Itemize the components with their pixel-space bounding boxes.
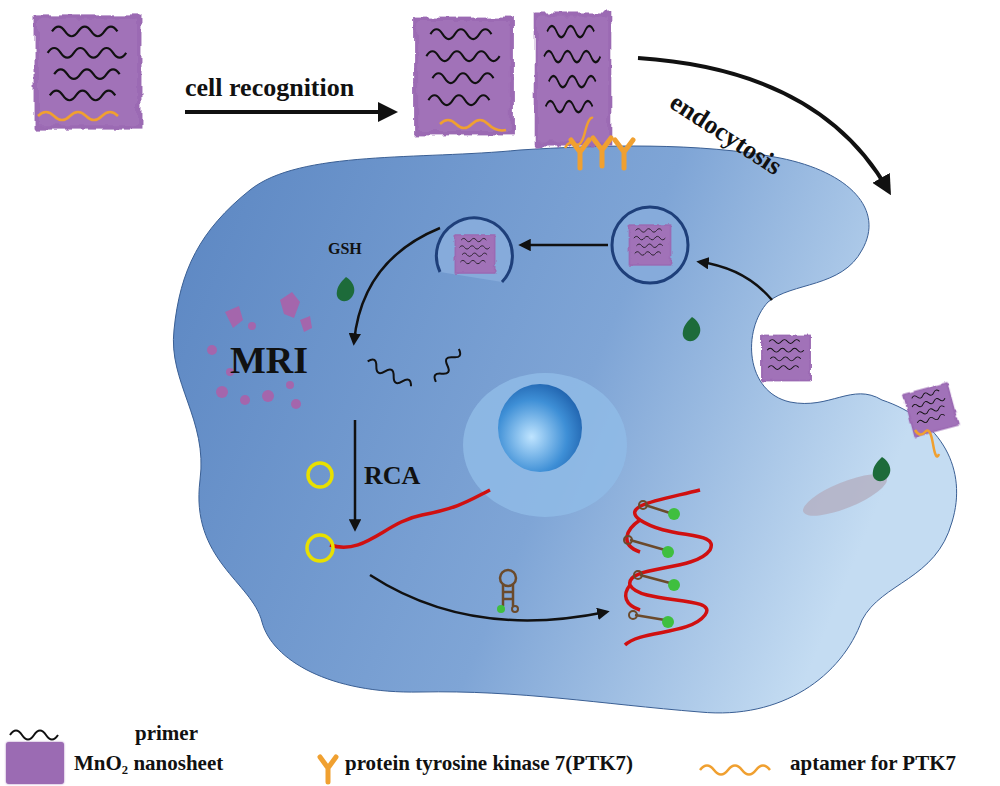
nucleolus — [498, 384, 582, 472]
process-arrow — [700, 262, 772, 300]
gsh-drop — [873, 457, 891, 481]
legend-text: protein tyrosine kinase 7(PTK7) — [345, 752, 633, 775]
gsh-drop — [337, 277, 355, 301]
hybridized-beacons — [624, 501, 680, 628]
nanosheet — [414, 17, 514, 136]
circular-template — [307, 535, 333, 561]
ptk7-receptors — [571, 138, 633, 168]
fluorophore — [497, 605, 505, 613]
molecule-label: GSH — [328, 240, 362, 258]
legend-text: aptamer for PTK7 — [790, 752, 956, 775]
legend-primer-sample — [10, 731, 58, 740]
gsh-drop — [683, 317, 701, 341]
process-arrow — [638, 58, 888, 190]
primer — [365, 357, 413, 390]
process-label: RCA — [364, 462, 420, 491]
nanosheet — [535, 12, 612, 147]
process-arrow — [354, 228, 440, 342]
rca-product — [330, 490, 490, 547]
legend-swatch — [6, 742, 64, 784]
nanosheet — [761, 335, 811, 382]
cell-body — [173, 146, 956, 713]
aptamer — [38, 112, 118, 120]
process-arrow — [185, 110, 392, 114]
circular-template — [308, 463, 332, 487]
legend-ptk7-sample — [320, 757, 336, 782]
aptamer — [915, 430, 939, 456]
nanosheet — [629, 224, 672, 265]
imaging-label: MRI — [230, 340, 308, 382]
arrow-label: cell recognition — [185, 74, 354, 103]
rca-helix — [625, 490, 711, 645]
process-arrow — [522, 244, 608, 247]
manganese-ions — [207, 292, 312, 409]
molecular-beacon — [500, 570, 516, 606]
legend-text: primer — [135, 722, 198, 745]
nanosheet — [455, 234, 496, 274]
nanosheet — [35, 14, 142, 129]
primer — [432, 346, 462, 384]
process-arrow — [370, 575, 606, 620]
legend-aptamer-sample — [700, 766, 770, 775]
broken-endosome — [436, 218, 512, 282]
process-arrow — [354, 420, 357, 528]
endosome — [612, 207, 688, 283]
nucleus — [463, 373, 627, 517]
nanosheet — [903, 382, 959, 437]
aptamer — [440, 120, 506, 130]
legend-text: MnO₂ nanosheet — [74, 752, 223, 775]
quencher — [512, 606, 518, 612]
